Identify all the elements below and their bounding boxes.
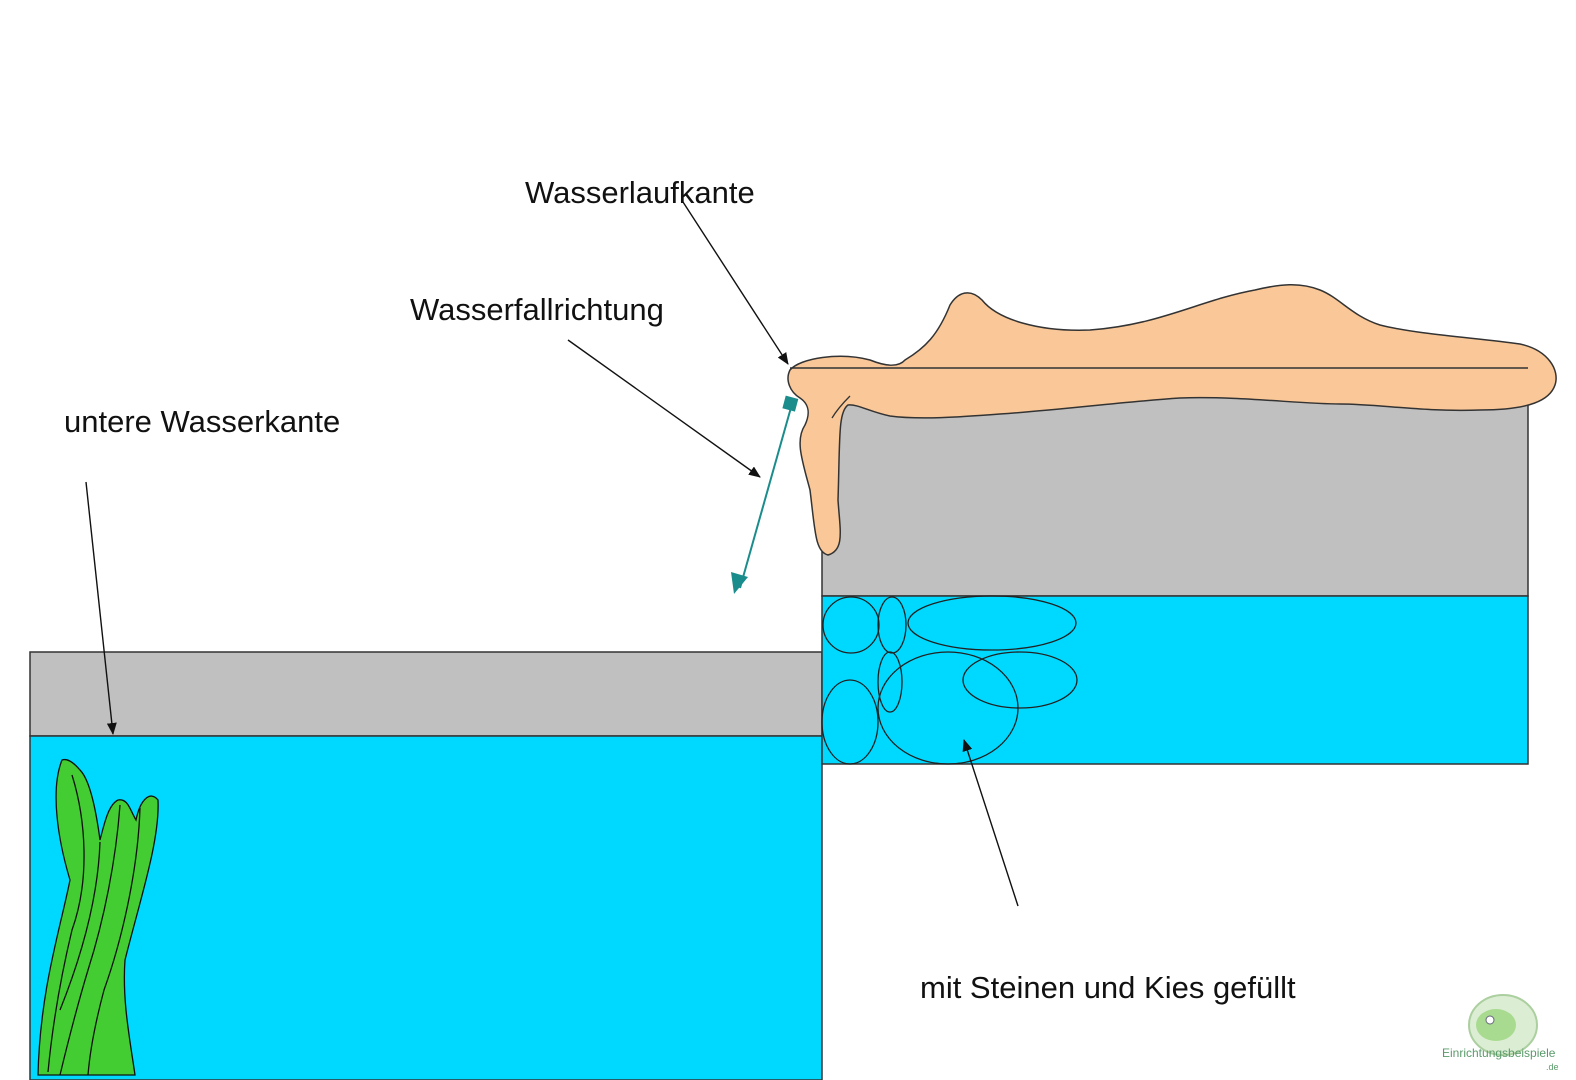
lower-pond-water xyxy=(29,735,823,1080)
stone xyxy=(962,651,1078,709)
label-wasserfallrichtung: Wasserfallrichtung xyxy=(410,292,664,327)
label-steine-kies: mit Steinen und Kies gefüllt xyxy=(920,970,1296,1005)
leader-wasserlaufkante xyxy=(682,201,789,365)
watermark-logo xyxy=(1468,994,1538,1056)
stone xyxy=(907,595,1077,651)
sand-edge xyxy=(787,283,1557,556)
leader-steine-kies xyxy=(962,739,1019,907)
label-untere-wasserkante: untere Wasserkante xyxy=(64,404,341,439)
label-wasserlaufkante: Wasserlaufkante xyxy=(525,175,755,210)
stone xyxy=(822,596,880,654)
waterfall-direction-arrow xyxy=(731,395,799,594)
watermark-text: Einrichtungsbeispiele xyxy=(1442,1046,1556,1060)
watermark-tld: .de xyxy=(1546,1062,1559,1072)
leader-arrows xyxy=(85,201,1019,907)
arrow-head xyxy=(731,572,748,594)
stones xyxy=(821,595,1078,765)
stone xyxy=(877,651,1019,765)
leader-wasserfallrichtung xyxy=(567,339,761,478)
stone xyxy=(877,651,903,713)
upper-basin xyxy=(821,374,1529,765)
lower-pond xyxy=(29,651,823,1080)
lower-pond-ledge xyxy=(29,651,823,737)
leader-untere-wasserkante xyxy=(85,481,117,735)
arrow-start-square xyxy=(782,395,799,412)
water-plant xyxy=(37,758,159,1076)
stone xyxy=(821,679,879,765)
upper-basin-water xyxy=(821,595,1529,765)
